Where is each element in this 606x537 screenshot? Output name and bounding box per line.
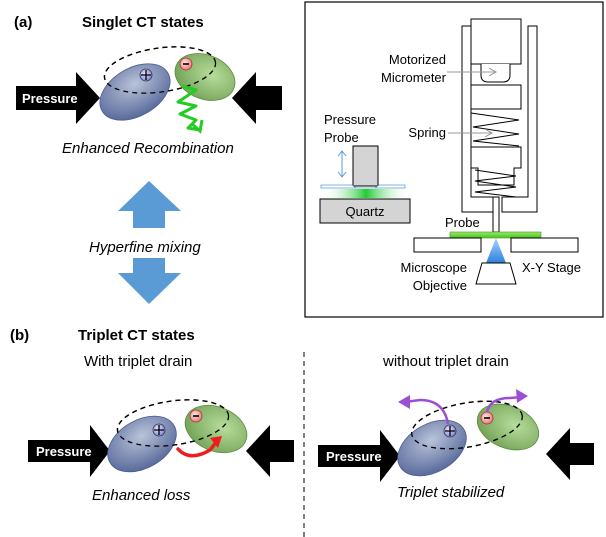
microscope-objective: [475, 262, 517, 285]
hole-charge-icon-b2: [443, 424, 457, 438]
pressure-arrow-right-b2: [546, 428, 594, 480]
panel-a-label: (a): [14, 14, 32, 31]
hole-charge-icon-b1: [152, 423, 166, 437]
mixing-up-arrow: [118, 181, 181, 228]
electron-charge-icon-b1: [189, 409, 203, 423]
stage-plate-right: [510, 237, 579, 253]
emission-region: [322, 189, 410, 198]
electron-charge-icon-b2: [480, 411, 494, 425]
sample-film: [449, 231, 542, 239]
hole-charge-icon: [139, 68, 153, 82]
stage-label: X-Y Stage: [522, 260, 581, 275]
no-triplet-drain-scenario: without triplet drain Pressure: [318, 353, 594, 501]
panel-a: (a) Singlet CT states Pressure: [14, 14, 282, 304]
hole-escape-arrow-icon: [398, 395, 450, 425]
loss-arrow-icon: [176, 436, 222, 458]
ct-pair-boundary-b2-overlay: [411, 400, 523, 450]
emission-squiggle-icon: [176, 84, 204, 134]
probe-label: Probe: [445, 215, 480, 230]
plunger-block: [470, 84, 522, 110]
pressure-probe-label-1: Pressure: [324, 112, 376, 127]
mixing-down-arrow: [118, 258, 181, 304]
acceptor-molecule-b1: [184, 404, 248, 454]
quartz-substrate: [319, 198, 411, 224]
probe-holder-block: [470, 146, 522, 186]
panel-b-title: Triplet CT states: [78, 327, 195, 344]
microscope-label-1: Microscope: [401, 260, 467, 275]
pressure-arrow-left-b2: Pressure: [318, 430, 400, 482]
pressure-label: Pressure: [22, 91, 78, 106]
micrometer-label-2: Micrometer: [381, 70, 447, 85]
acceptor-molecule-b2: [476, 403, 540, 451]
stage-plate-left: [413, 237, 482, 253]
pressure-label-b1: Pressure: [36, 444, 92, 459]
donor-molecule-b1: [107, 415, 177, 473]
right-caption: Triplet stabilized: [397, 484, 505, 501]
spring-label: Spring: [408, 125, 446, 140]
right-subtitle: without triplet drain: [382, 353, 509, 370]
left-subtitle: With triplet drain: [84, 353, 192, 370]
ct-pair-boundary-b1-overlay: [116, 399, 230, 447]
probe-tip: [352, 145, 379, 187]
micrometer-tip: [480, 64, 511, 83]
light-cone: [486, 238, 506, 263]
vertical-motion-arrow-icon: [337, 150, 347, 178]
pressure-probe-label-2: Probe: [324, 130, 359, 145]
pressure-arrow-left-b1: Pressure: [28, 425, 110, 477]
mixing-label: Hyperfine mixing: [89, 239, 201, 256]
panel-a-caption: Enhanced Recombination: [62, 140, 234, 157]
ct-pair-boundary-overlay: [103, 46, 217, 94]
microscope-label-2: Objective: [413, 278, 467, 293]
donor-molecule: [99, 63, 171, 121]
electron-charge-icon: [179, 57, 193, 71]
pressure-probe-inset: Quartz: [319, 145, 411, 224]
probe-shaft: [492, 196, 500, 233]
pressure-arrow-right: [232, 72, 282, 124]
panel-b-label: (b): [10, 327, 29, 344]
left-caption: Enhanced loss: [92, 487, 191, 504]
pressure-arrow-right-b1: [246, 425, 294, 477]
film-layer: [320, 184, 406, 189]
panel-b: (b) Triplet CT states With triplet drain…: [10, 327, 594, 537]
panel-a-title: Singlet CT states: [82, 14, 204, 31]
micrometer-label-1: Motorized: [389, 52, 446, 67]
electron-escape-arrow-icon: [485, 389, 528, 413]
triplet-drain-scenario: With triplet drain Pressure Enh: [28, 353, 294, 504]
pressure-arrow-left: Pressure: [16, 72, 100, 124]
spring-icon: [470, 112, 520, 147]
motor-block: [470, 18, 522, 65]
quartz-label: Quartz: [345, 204, 384, 219]
pressure-label-b2: Pressure: [326, 449, 382, 464]
lower-spring-icon: [474, 169, 517, 198]
apparatus-panel: Motorized Micrometer Spring Pressure Pro…: [304, 1, 604, 318]
